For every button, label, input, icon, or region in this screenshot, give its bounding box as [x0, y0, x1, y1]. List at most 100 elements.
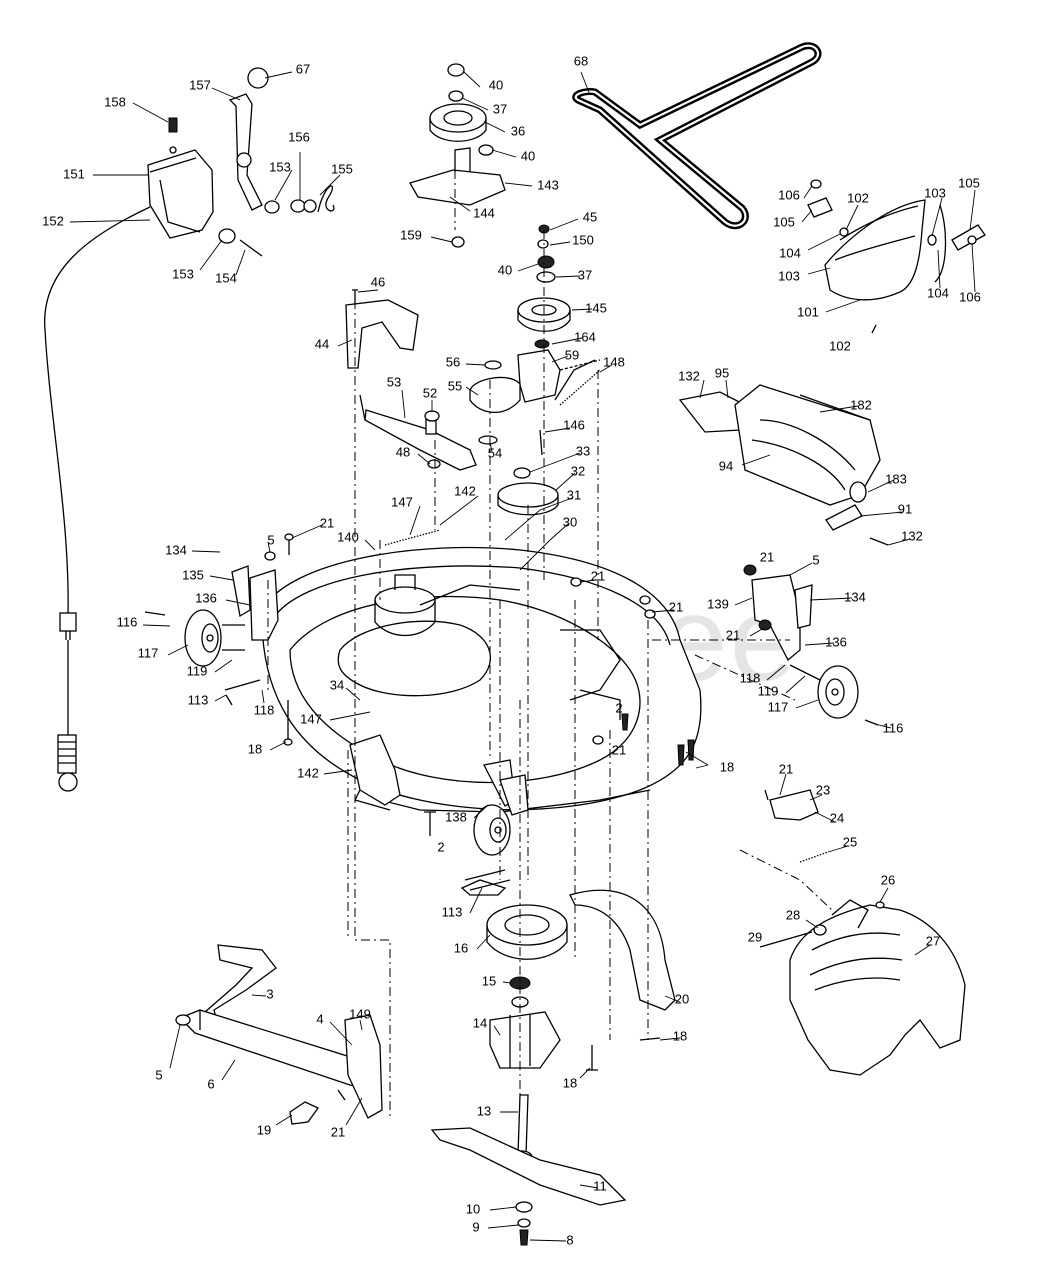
discharge-guard-assembly[interactable]	[759, 789, 966, 1076]
callout-68: 68	[574, 53, 588, 68]
callout-2: 2	[437, 839, 444, 854]
callout-21: 21	[591, 568, 605, 583]
callout-15: 15	[482, 973, 496, 988]
callout-31: 31	[567, 487, 581, 502]
callout-54: 54	[488, 445, 502, 460]
callout-145: 145	[585, 300, 607, 315]
callout-143: 143	[537, 177, 559, 192]
callout-134: 134	[165, 542, 187, 557]
right-gauge-wheel[interactable]	[743, 564, 859, 719]
callout-24: 24	[830, 810, 844, 825]
callout-67: 67	[296, 61, 310, 76]
callout-116: 116	[117, 614, 138, 629]
brake-lever-assembly[interactable]	[345, 299, 477, 471]
callout-134: 134	[844, 589, 866, 604]
callout-106: 106	[778, 187, 800, 202]
callout-116: 116	[883, 720, 904, 735]
callout-5: 5	[812, 552, 819, 567]
callout-136: 136	[825, 634, 847, 649]
callout-9: 9	[472, 1219, 479, 1234]
callout-95: 95	[715, 365, 729, 380]
callout-140: 140	[337, 529, 359, 544]
callout-103: 103	[778, 268, 800, 283]
callout-leader-lines	[69, 71, 976, 1242]
callout-119: 119	[187, 663, 208, 678]
callout-26: 26	[881, 872, 895, 887]
callout-104: 104	[927, 285, 949, 300]
callout-4: 4	[316, 1011, 323, 1026]
callout-21: 21	[760, 549, 774, 564]
mower-deck-housing[interactable]	[261, 546, 702, 813]
callout-156: 156	[288, 129, 310, 144]
callout-40: 40	[498, 262, 512, 277]
callout-10: 10	[466, 1201, 480, 1216]
callout-135: 135	[182, 567, 204, 582]
callout-118: 118	[740, 670, 761, 685]
callout-21: 21	[331, 1124, 345, 1139]
callout-91: 91	[898, 501, 912, 516]
callout-102: 102	[829, 338, 851, 353]
callout-118: 118	[254, 702, 275, 717]
callout-164: 164	[574, 329, 596, 344]
callout-6: 6	[207, 1076, 214, 1091]
callout-139: 139	[707, 596, 729, 611]
callout-55: 55	[448, 378, 462, 393]
callout-103: 103	[924, 185, 946, 200]
callout-150: 150	[572, 232, 594, 247]
callout-119: 119	[758, 683, 779, 698]
discharge-chute-deflector[interactable]	[807, 179, 986, 334]
callout-105: 105	[958, 175, 980, 190]
callout-153: 153	[269, 159, 291, 174]
callout-37: 37	[578, 267, 592, 282]
spindle-assembly[interactable]	[430, 879, 676, 1246]
callout-159: 159	[400, 227, 422, 242]
callout-36: 36	[511, 123, 525, 138]
callout-117: 117	[768, 699, 789, 714]
height-lever-assembly[interactable]	[147, 67, 335, 257]
callout-153: 153	[172, 266, 194, 281]
callout-182: 182	[850, 397, 872, 412]
callout-147: 147	[300, 711, 322, 726]
deck-hanger-arms[interactable]	[175, 944, 383, 1125]
callout-142: 142	[297, 765, 319, 780]
front-gauge-wheel[interactable]	[473, 759, 529, 856]
callout-149: 149	[349, 1006, 371, 1021]
callout-136: 136	[195, 590, 217, 605]
callout-157: 157	[189, 77, 211, 92]
hardware-bolts	[144, 289, 879, 1101]
callout-104: 104	[779, 245, 801, 260]
callout-52: 52	[423, 385, 437, 400]
idler-pulley-bracket[interactable]	[409, 63, 506, 248]
callout-5: 5	[155, 1067, 162, 1082]
callout-21: 21	[726, 627, 740, 642]
control-cable[interactable]	[44, 206, 151, 792]
callout-27: 27	[926, 933, 940, 948]
callout-21: 21	[612, 742, 626, 757]
callout-144: 144	[473, 205, 495, 220]
callout-29: 29	[748, 929, 762, 944]
callout-19: 19	[257, 1122, 271, 1137]
callout-34: 34	[330, 677, 344, 692]
callout-28: 28	[786, 907, 800, 922]
callout-20: 20	[675, 991, 689, 1006]
callout-25: 25	[843, 834, 857, 849]
callout-8: 8	[566, 1232, 573, 1247]
assembly-reference-lines	[267, 170, 833, 1120]
callout-13: 13	[477, 1103, 491, 1118]
callout-106: 106	[959, 289, 981, 304]
left-gauge-wheel[interactable]	[184, 551, 279, 691]
drive-belt[interactable]	[572, 42, 822, 230]
callout-32: 32	[571, 463, 585, 478]
callout-56: 56	[446, 354, 460, 369]
callout-59: 59	[565, 347, 579, 362]
callout-138: 138	[445, 809, 467, 824]
drive-pulley-stack[interactable]	[469, 224, 601, 516]
callout-152: 152	[42, 213, 64, 228]
callout-23: 23	[816, 782, 830, 797]
callout-113: 113	[188, 692, 209, 707]
callout-5: 5	[267, 532, 274, 547]
rear-lift-arm-assembly[interactable]	[678, 384, 889, 546]
callout-155: 155	[331, 161, 353, 176]
